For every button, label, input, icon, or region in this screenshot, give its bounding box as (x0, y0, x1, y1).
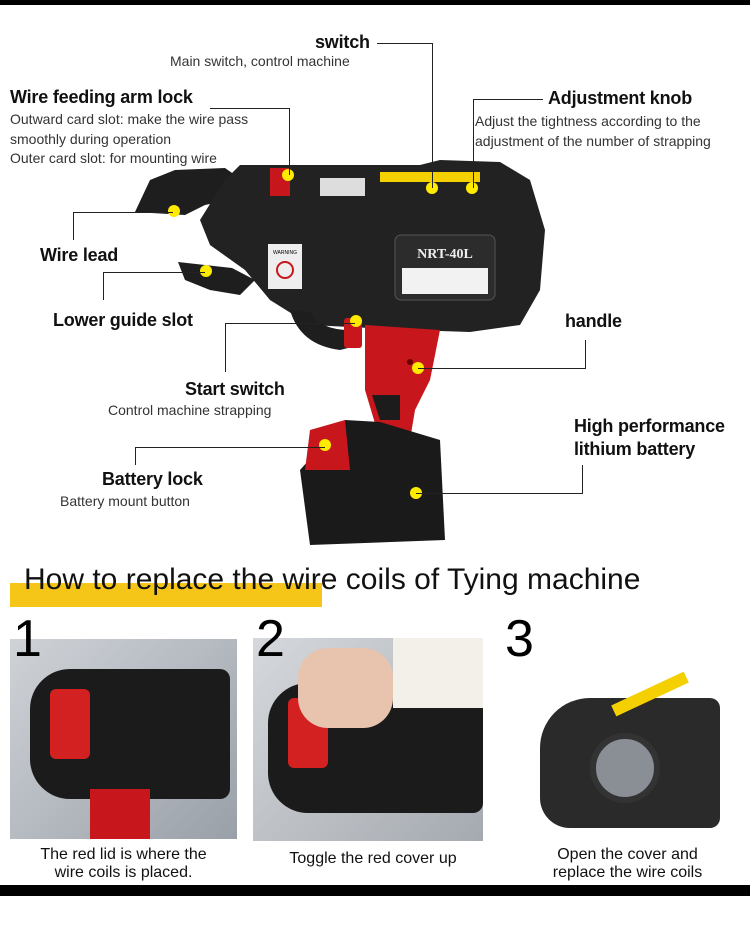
switch-desc: Main switch, control machine (170, 53, 350, 69)
wire-lead-label: Wire lead (40, 245, 119, 265)
step-1-caption-line-1: The red lid is where the (40, 846, 207, 863)
wire-feeding-desc-1: Outward card slot: make the wire pass (10, 111, 249, 127)
step-1-caption-line-2: wire coils is placed. (54, 864, 193, 881)
step-1-photo (10, 639, 237, 839)
section-heading: How to replace the wire coils of Tying m… (24, 563, 641, 596)
rebar-tying-tool-image: NRT-40L WARNING (135, 160, 545, 545)
step-2-caption: Toggle the red cover up (253, 850, 493, 868)
step-3-caption: Open the cover and replace the wire coil… (520, 846, 735, 882)
battery-lock-desc: Battery mount button (60, 493, 190, 509)
step-3-number: 3 (505, 610, 534, 668)
lower-guide-slot-label: Lower guide slot (53, 310, 193, 330)
adjustment-knob-label: Adjustment knob (548, 88, 692, 108)
step-3-caption-line-2: replace the wire coils (552, 864, 703, 881)
start-switch-desc: Control machine strapping (108, 402, 272, 418)
step-1-caption: The red lid is where the wire coils is p… (10, 846, 237, 882)
warning-label: WARNING (273, 250, 297, 256)
top-border (0, 0, 750, 5)
step-2-photo (253, 638, 483, 841)
model-label: NRT-40L (417, 247, 473, 262)
step-1-number: 1 (13, 610, 42, 668)
step-3-photo (530, 638, 728, 838)
handle-label: handle (565, 311, 622, 331)
bottom-border (0, 885, 750, 896)
wire-feeding-desc-3: Outer card slot: for mounting wire (10, 150, 217, 166)
adjustment-desc-1: Adjust the tightness according to the (475, 113, 701, 129)
battery-label-2: lithium battery (574, 439, 696, 459)
tool-body: NRT-40L WARNING (135, 160, 545, 545)
battery-label-1: High performance (574, 416, 725, 436)
wire-feeding-arm-lock-label: Wire feeding arm lock (10, 87, 193, 107)
adjustment-desc-2: adjustment of the number of strapping (475, 133, 711, 149)
wire-feeding-desc-2: smoothly during operation (10, 131, 172, 147)
step-3-caption-line-1: Open the cover and (557, 846, 698, 863)
battery-lock-label: Battery lock (102, 469, 203, 489)
switch-label: switch (315, 32, 370, 52)
start-switch-label: Start switch (185, 379, 285, 399)
heading-highlight (10, 583, 322, 607)
step-2-number: 2 (256, 610, 285, 668)
step-2-caption-line-1: Toggle the red cover up (289, 850, 457, 867)
